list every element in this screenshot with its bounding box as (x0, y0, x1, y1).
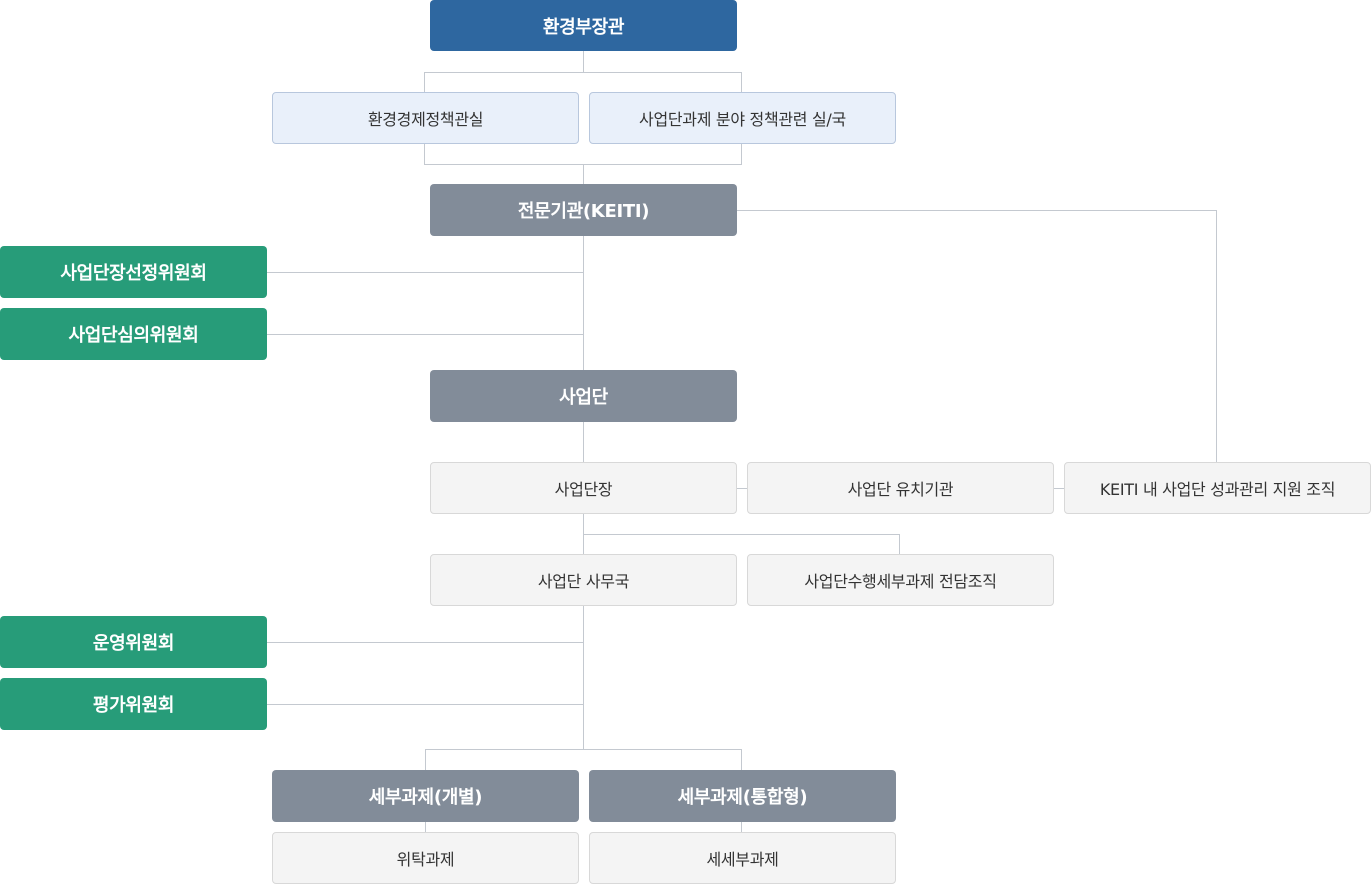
connector-line (266, 334, 584, 335)
node-host-institution: 사업단 유치기관 (747, 462, 1054, 514)
connector-line (583, 605, 584, 749)
connector-line (424, 72, 742, 73)
connector-line (1216, 210, 1217, 463)
node-subtask-integrated: 세부과제(통합형) (589, 770, 896, 822)
node-secretariat: 사업단 사무국 (430, 554, 737, 606)
connector-line (424, 143, 425, 164)
node-project-group: 사업단 (430, 370, 737, 422)
connector-line (583, 164, 584, 185)
connector-line (1053, 488, 1065, 489)
node-committee-select: 사업단장선정위원회 (0, 246, 267, 298)
node-subtask-individual: 세부과제(개별) (272, 770, 579, 822)
node-keiti: 전문기관(KEITI) (430, 184, 737, 236)
node-sub-subtask: 세세부과제 (589, 832, 896, 884)
node-office-policy: 사업단과제 분야 정책관련 실/국 (589, 92, 896, 144)
connector-line (741, 143, 742, 164)
connector-line (583, 421, 584, 463)
node-committee-review: 사업단심의위원회 (0, 308, 267, 360)
connector-line (741, 749, 742, 771)
node-dedicated-org: 사업단수행세부과제 전담조직 (747, 554, 1054, 606)
node-committee-operation: 운영위원회 (0, 616, 267, 668)
node-group-leader: 사업단장 (430, 462, 737, 514)
connector-line (736, 210, 1217, 211)
connector-line (425, 749, 742, 750)
connector-line (583, 534, 900, 535)
node-commissioned: 위탁과제 (272, 832, 579, 884)
node-committee-evaluation: 평가위원회 (0, 678, 267, 730)
connector-line (266, 272, 584, 273)
node-keiti-support: KEITI 내 사업단 성과관리 지원 조직 (1064, 462, 1371, 514)
connector-line (899, 534, 900, 555)
connector-line (583, 51, 584, 72)
connector-line (736, 488, 748, 489)
connector-line (583, 235, 584, 371)
connector-line (425, 821, 426, 833)
connector-line (266, 642, 584, 643)
node-office-econ: 환경경제정책관실 (272, 92, 579, 144)
node-minister: 환경부장관 (430, 0, 737, 51)
connector-line (425, 749, 426, 771)
connector-line (266, 704, 584, 705)
connector-line (424, 72, 425, 93)
connector-line (741, 821, 742, 833)
connector-line (741, 72, 742, 93)
